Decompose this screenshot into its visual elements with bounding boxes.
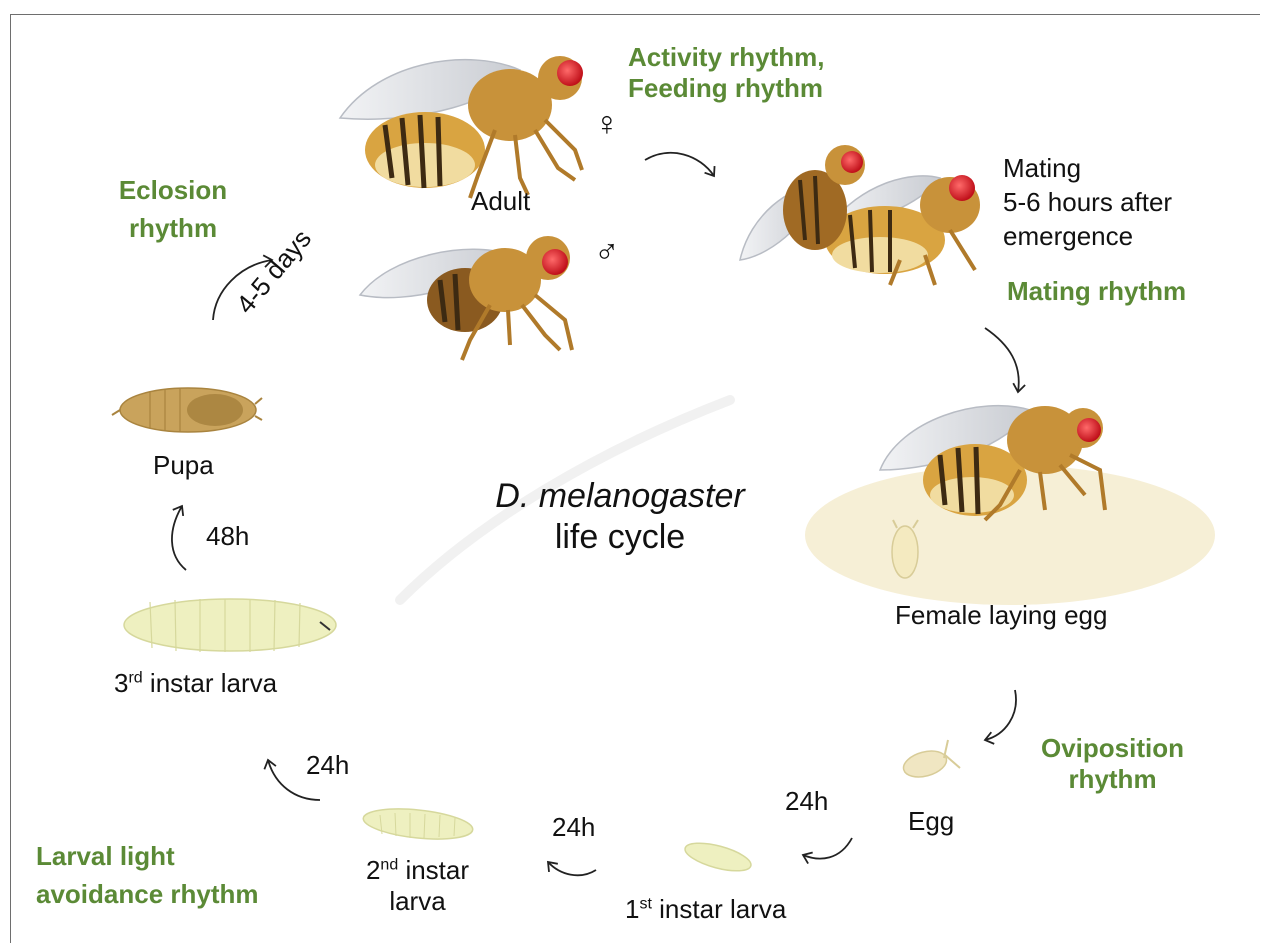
species-name: D. melanogaster [440,476,800,517]
duration-third-to-pupa: 48h [206,521,249,552]
third-instar-label: 3rd instar larva [114,668,277,699]
second-instar-larva-illustration [362,804,474,843]
first-instar-number: 1 [625,894,639,924]
duration-first-to-second: 24h [552,812,595,843]
egg-label: Egg [908,806,954,837]
third-instar-text: instar larva [143,668,277,698]
third-instar-number: 3 [114,668,128,698]
mating-rhythm-label: Mating rhythm [1007,276,1186,307]
third-instar-ordinal: rd [128,669,142,686]
first-instar-larva-illustration [682,838,753,877]
adult-male-fly-illustration [360,236,572,360]
third-instar-larva-illustration [124,599,336,652]
pupa-label: Pupa [153,450,214,481]
duration-second-to-third: 24h [306,750,349,781]
arrow-adult-to-mating [645,153,714,176]
female-laying-egg-label: Female laying egg [895,600,1107,631]
feeding-rhythm-line: Feeding rhythm [628,73,825,104]
adult-female-fly-illustration [340,56,583,198]
oviposition-line-2: rhythm [1030,764,1195,795]
second-instar-label: 2nd instar larva [345,855,490,917]
adult-label: Adult [471,186,530,217]
duration-egg-to-first: 24h [785,786,828,817]
pupa-illustration [112,388,262,432]
second-instar-line-2: larva [345,886,490,917]
arrow-egg-to-first [803,838,852,859]
oviposition-rhythm-label: Oviposition rhythm [1030,733,1195,795]
activity-feeding-rhythm-label: Activity rhythm, Feeding rhythm [628,42,825,104]
first-instar-text: instar larva [652,894,786,924]
diagram-title: D. melanogaster life cycle [440,476,800,558]
arrow-mating-to-laying [985,328,1019,392]
first-instar-label: 1st instar larva [625,894,786,925]
eclosion-rhythm-label: Eclosion rhythm [108,172,238,247]
mating-line-2: 5-6 hours after [1003,186,1172,220]
oviposition-line-1: Oviposition [1030,733,1195,764]
eclosion-line-2: rhythm [108,210,238,248]
second-instar-text: instar [398,855,469,885]
eclosion-line-1: Eclosion [108,172,238,210]
activity-rhythm-line: Activity rhythm, [628,42,825,73]
mating-line-1: Mating [1003,152,1172,186]
mating-line-3: emergence [1003,220,1172,254]
egg-illustration [901,740,960,781]
male-symbol: ♂ [594,232,620,273]
arrow-laying-to-egg [985,690,1016,740]
arrow-third-to-pupa [172,506,186,570]
larval-light-avoidance-rhythm-label: Larval light avoidance rhythm [36,838,259,913]
second-instar-ordinal: nd [380,856,398,873]
larval-rhythm-line-1: Larval light [36,838,259,876]
mating-pair-illustration [740,145,980,285]
title-subtitle: life cycle [440,517,800,558]
larval-rhythm-line-2: avoidance rhythm [36,876,259,914]
arrow-first-to-second [548,862,596,875]
mating-label: Mating 5-6 hours after emergence [1003,152,1172,253]
female-symbol: ♀ [594,104,620,145]
first-instar-ordinal: st [639,895,651,912]
second-instar-number: 2 [366,855,380,885]
